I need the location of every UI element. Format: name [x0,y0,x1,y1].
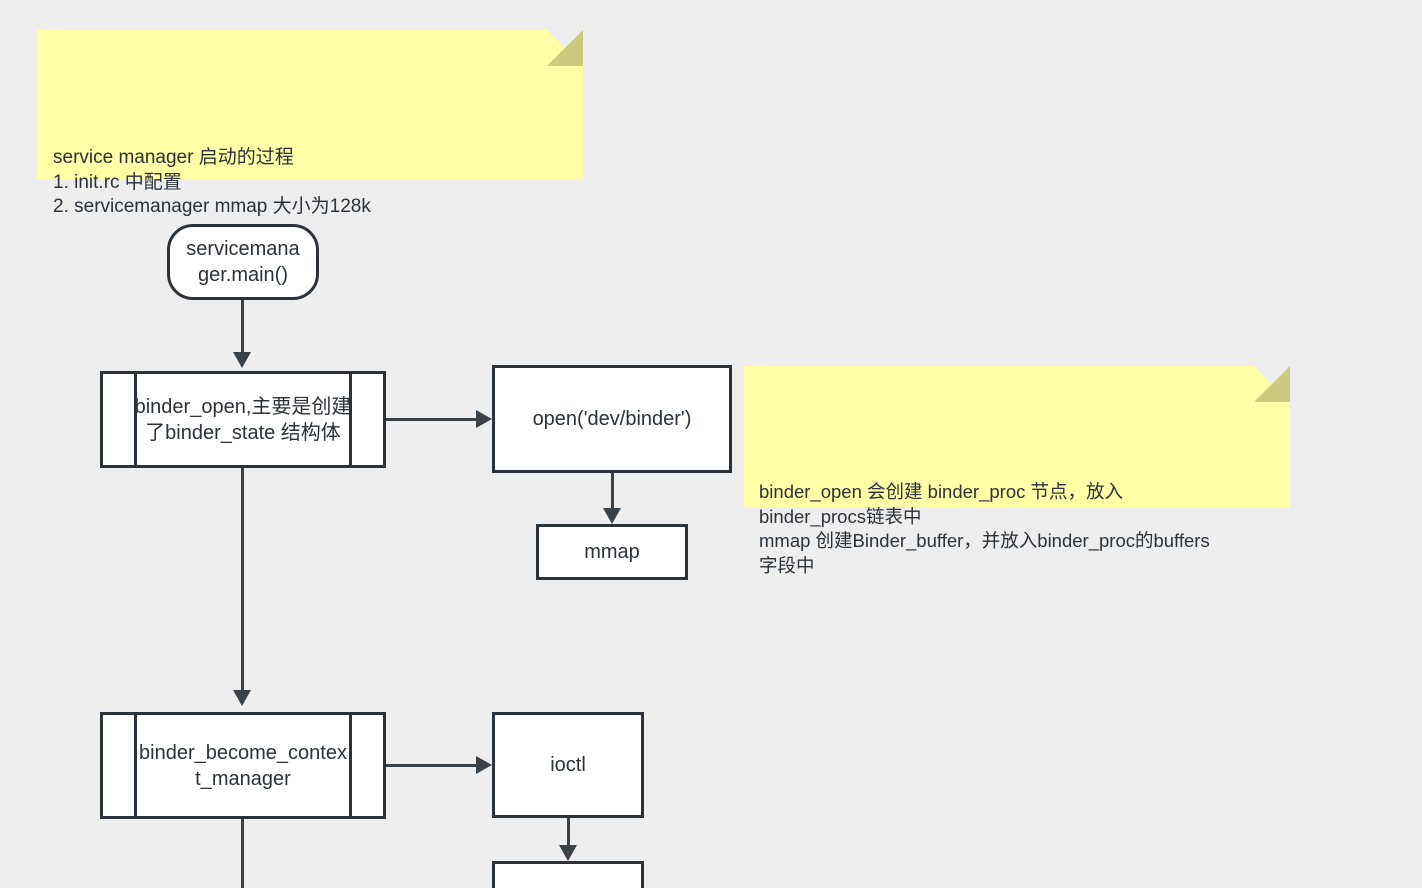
edge-ioctl-to-bottom-arrow [559,845,577,861]
edge-become-ctx-downward-line [241,819,244,888]
edge-main-to-binder-open-arrow [233,352,251,368]
sticky-note-text: binder_open 会创建 binder_proc 节点，放入 binder… [759,481,1210,576]
node-servicemanager-main[interactable]: servicemana ger.main() [167,224,319,300]
note-fold-corner-icon [547,30,583,66]
edge-binder-open-to-become-ctx-arrow [233,690,251,706]
node-label: mmap [584,541,640,563]
subroutine-bar-left [134,374,137,465]
edge-become-ctx-to-ioctl-arrow [476,756,492,774]
node-label: binder_open,主要是创建 了binder_state 结构体 [134,395,352,444]
node-binder-open[interactable]: binder_open,主要是创建 了binder_state 结构体 [100,371,386,468]
node-binder-become-context-manager[interactable]: binder_become_contex t_manager [100,712,386,819]
node-label: ioctl [550,754,586,776]
subroutine-bar-left [134,715,137,816]
edge-ioctl-to-bottom-line [567,818,570,845]
edge-main-to-binder-open-line [241,300,244,352]
edge-open-dev-to-mmap-arrow [603,508,621,524]
edge-open-dev-to-mmap-line [611,473,614,508]
edge-become-ctx-to-ioctl-line [386,764,476,767]
node-label: open('dev/binder') [532,408,692,430]
node-mmap[interactable]: mmap [536,524,688,580]
sticky-note-service-manager-startup[interactable]: service manager 启动的过程 1. init.rc 中配置 2. … [37,30,583,217]
node-label: servicemana ger.main() [186,238,300,286]
sticky-note-text: service manager 启动的过程 1. init.rc 中配置 2. … [53,147,371,217]
edge-binder-open-to-become-ctx-line [241,468,244,690]
edge-binder-open-to-open-dev-arrow [476,410,492,428]
subroutine-bar-right [349,374,352,465]
node-open-dev-binder[interactable]: open('dev/binder') [492,365,732,473]
sticky-note-binder-open-detail[interactable]: binder_open 会创建 binder_proc 节点，放入 binder… [744,366,1290,576]
edge-binder-open-to-open-dev-line [386,418,476,421]
node-clipped-bottom[interactable] [492,861,644,888]
node-ioctl[interactable]: ioctl [492,712,644,818]
node-label: binder_become_contex t_manager [139,741,347,790]
subroutine-bar-right [349,715,352,816]
note-fold-corner-icon [1254,366,1290,402]
